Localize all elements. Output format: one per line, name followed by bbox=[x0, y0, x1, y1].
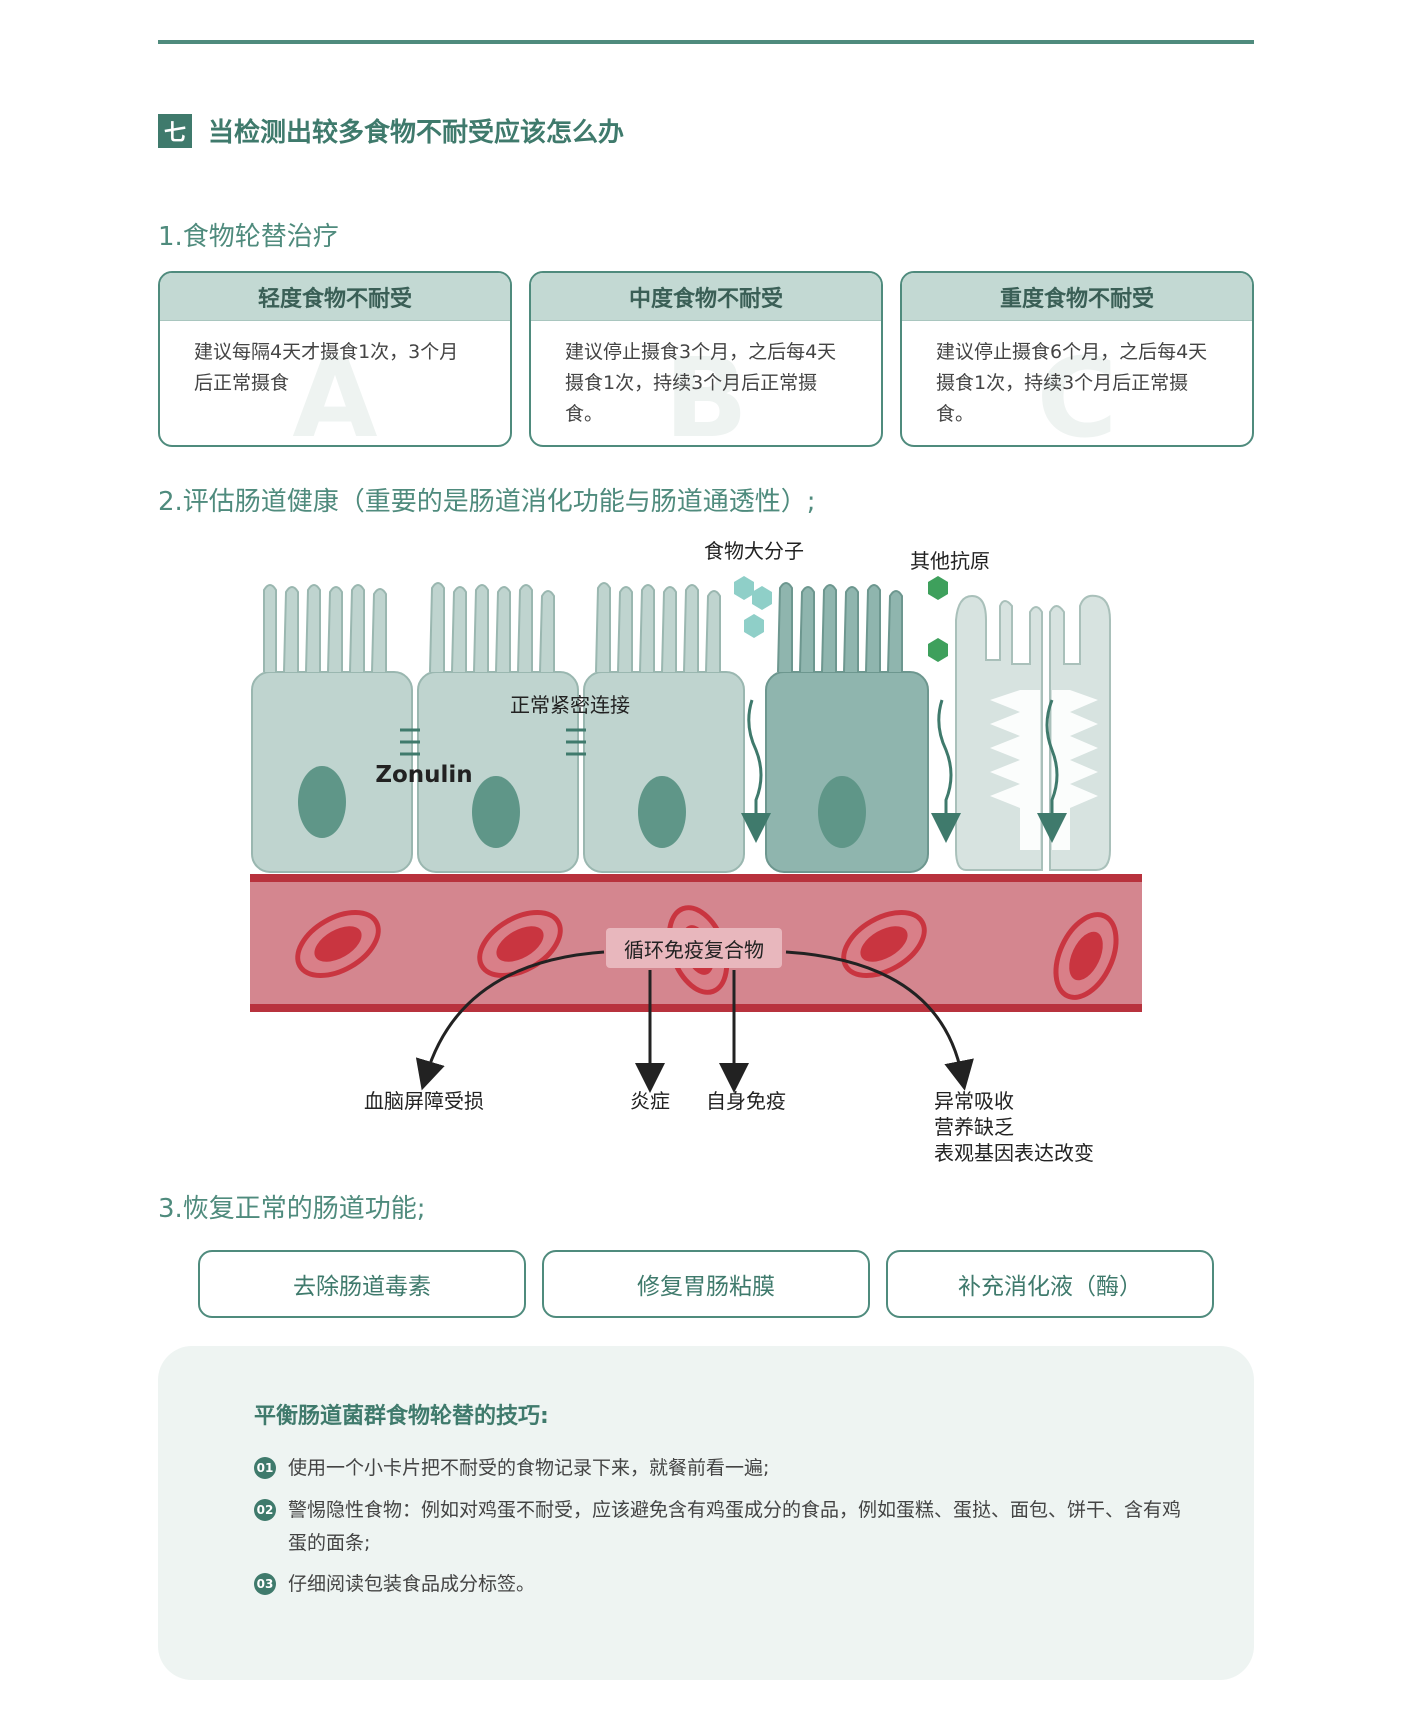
section-header: 七 当检测出较多食物不耐受应该怎么办 bbox=[158, 112, 624, 149]
tip-number-badge: 03 bbox=[254, 1573, 276, 1595]
level-card-severe: 重度食物不耐受 C 建议停止摄食6个月，之后每4天摄食1次，持续3个月后正常摄食… bbox=[900, 271, 1254, 447]
level-card-title: 中度食物不耐受 bbox=[531, 273, 881, 321]
level-card-body: A 建议每隔4天才摄食1次，3个月后正常摄食 bbox=[160, 321, 510, 445]
tips-title: 平衡肠道菌群食物轮替的技巧: bbox=[254, 1404, 549, 1429]
tip-item: 01 使用一个小卡片把不耐受的食物记录下来，就餐前看一遍; bbox=[254, 1452, 1188, 1485]
level-card-title: 轻度食物不耐受 bbox=[160, 273, 510, 321]
other-antigens bbox=[928, 576, 948, 662]
section-number-badge: 七 bbox=[158, 113, 192, 148]
level-card-text: 建议每隔4天才摄食1次，3个月后正常摄食 bbox=[194, 341, 459, 394]
tip-item: 02 警惕隐性食物：例如对鸡蛋不耐受，应该避免含有鸡蛋成分的食品，例如蛋糕、蛋挞… bbox=[254, 1494, 1188, 1560]
level-card-title: 重度食物不耐受 bbox=[902, 273, 1252, 321]
leak-arrows bbox=[741, 699, 1067, 843]
tip-number-badge: 01 bbox=[254, 1457, 276, 1479]
outcome-epigenetic-label: 表观基因表达改变 bbox=[934, 1141, 1094, 1165]
outcome-bbb-label: 血脑屏障受损 bbox=[364, 1089, 484, 1113]
tight-junction-marks bbox=[400, 728, 586, 756]
damaged-epithelial-cell bbox=[765, 582, 929, 873]
zonulin-label: Zonulin bbox=[375, 762, 472, 788]
level-card-text: 建议停止摄食6个月，之后每4天摄食1次，持续3个月后正常摄食。 bbox=[936, 341, 1208, 425]
action-remove-toxins: 去除肠道毒素 bbox=[198, 1250, 526, 1318]
immune-complex-label: 循环免疫复合物 bbox=[624, 938, 764, 962]
food-macromolecules-label: 食物大分子 bbox=[704, 539, 804, 563]
tips-card: 平衡肠道菌群食物轮替的技巧: 01 使用一个小卡片把不耐受的食物记录下来，就餐前… bbox=[158, 1346, 1254, 1680]
gut-permeability-diagram: 食物大分子 其他抗原 正常紧密连接 Zonulin 循环免疫复合物 血脑屏障受损… bbox=[250, 539, 1142, 1165]
level-watermark-letter: C bbox=[1036, 334, 1118, 447]
level-watermark-letter: B bbox=[664, 334, 748, 447]
outcome-inflammation-label: 炎症 bbox=[630, 1089, 670, 1113]
tip-text: 使用一个小卡片把不耐受的食物记录下来，就餐前看一遍; bbox=[288, 1457, 770, 1479]
level-card-mild: 轻度食物不耐受 A 建议每隔4天才摄食1次，3个月后正常摄食 bbox=[158, 271, 512, 447]
outcome-nutrition-label: 营养缺乏 bbox=[934, 1115, 1014, 1139]
epithelial-cell bbox=[583, 582, 745, 873]
section-title: 当检测出较多食物不耐受应该怎么办 bbox=[208, 118, 625, 148]
outcome-arrows bbox=[415, 950, 974, 1093]
outcome-autoimmune-label: 自身免疫 bbox=[706, 1089, 786, 1113]
tight-junction-label: 正常紧密连接 bbox=[510, 693, 630, 717]
level-card-body: C 建议停止摄食6个月，之后每4天摄食1次，持续3个月后正常摄食。 bbox=[902, 321, 1252, 447]
epithelial-cell bbox=[251, 584, 413, 873]
other-antigens-label: 其他抗原 bbox=[910, 549, 990, 573]
level-card-text: 建议停止摄食3个月，之后每4天摄食1次，持续3个月后正常摄食。 bbox=[565, 341, 837, 425]
tip-text: 警惕隐性食物：例如对鸡蛋不耐受，应该避免含有鸡蛋成分的食品，例如蛋糕、蛋挞、面包… bbox=[288, 1499, 1182, 1554]
immune-complex-label-bg bbox=[606, 928, 782, 968]
level-watermark-letter: A bbox=[292, 334, 378, 447]
level-card-moderate: 中度食物不耐受 B 建议停止摄食3个月，之后每4天摄食1次，持续3个月后正常摄食… bbox=[529, 271, 883, 447]
top-divider bbox=[158, 40, 1254, 44]
food-macromolecules bbox=[734, 576, 772, 638]
action-repair-mucosa: 修复胃肠粘膜 bbox=[542, 1250, 870, 1318]
tip-item: 03 仔细阅读包装食品成分标签。 bbox=[254, 1568, 1188, 1601]
outcome-absorption-label: 异常吸收 bbox=[934, 1089, 1014, 1113]
tip-number-badge: 02 bbox=[254, 1499, 276, 1521]
level-card-body: B 建议停止摄食3个月，之后每4天摄食1次，持续3个月后正常摄食。 bbox=[531, 321, 881, 447]
leaky-epithelial-cell bbox=[955, 594, 1111, 871]
subsection-title-1: 1.食物轮替治疗 bbox=[158, 222, 339, 252]
tip-text: 仔细阅读包装食品成分标签。 bbox=[288, 1573, 536, 1595]
subsection-title-3: 3.恢复正常的肠道功能; bbox=[158, 1194, 426, 1224]
epithelial-cell bbox=[417, 582, 579, 873]
action-digestive-enzymes: 补充消化液（酶） bbox=[886, 1250, 1214, 1318]
subsection-title-2: 2.评估肠道健康（重要的是肠道消化功能与肠道通透性）; bbox=[158, 487, 816, 517]
